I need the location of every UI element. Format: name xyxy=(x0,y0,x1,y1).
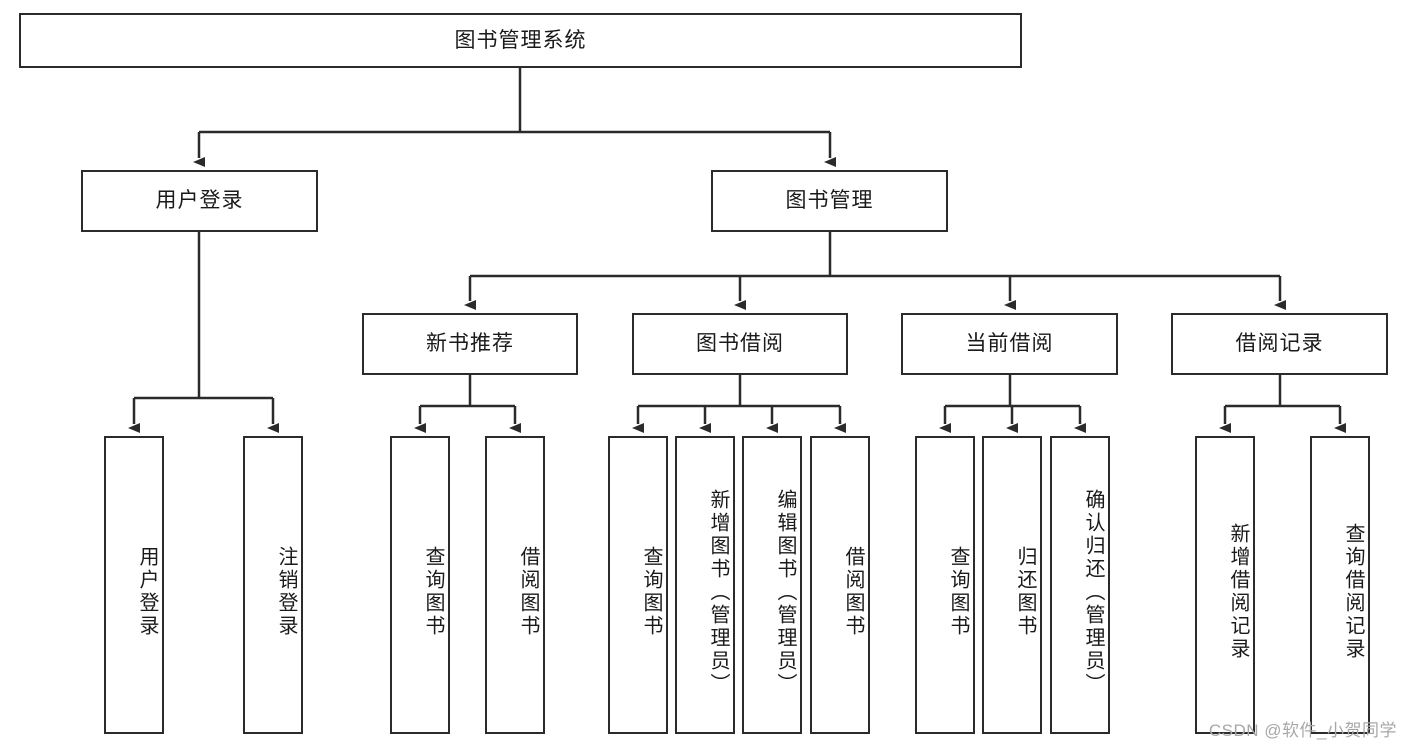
leaf-current-confirm-return-admin[interactable]: 确认归还（管理员） xyxy=(1050,436,1110,734)
node-label: 查询图书 xyxy=(422,546,444,638)
node-label: 用户登录 xyxy=(155,189,244,213)
node-label: 借阅图书 xyxy=(517,546,539,638)
watermark-text: CSDN @软件_小贺同学 xyxy=(1208,721,1397,740)
node-label: 注销登录 xyxy=(275,546,297,638)
node-user-login[interactable]: 用户登录 xyxy=(81,170,318,232)
leaf-user-login-login[interactable]: 用户登录 xyxy=(104,436,164,734)
node-label: 查询图书 xyxy=(640,546,662,638)
node-label: 归还图书 xyxy=(1014,546,1036,638)
node-label: 编辑图书（管理员） xyxy=(774,488,796,696)
leaf-record-add-record[interactable]: 新增借阅记录 xyxy=(1195,436,1255,734)
node-label: 当前借阅 xyxy=(965,332,1054,356)
leaf-current-query-book[interactable]: 查询图书 xyxy=(915,436,975,734)
node-label: 图书管理 xyxy=(785,189,874,213)
node-book-management[interactable]: 图书管理 xyxy=(711,170,948,232)
node-label: 新书推荐 xyxy=(426,332,514,356)
node-new-book-recommend[interactable]: 新书推荐 xyxy=(362,313,578,375)
node-book-borrow[interactable]: 图书借阅 xyxy=(632,313,848,375)
node-label: 新增借阅记录 xyxy=(1227,523,1249,661)
node-borrow-record[interactable]: 借阅记录 xyxy=(1171,313,1388,375)
node-root-system[interactable]: 图书管理系统 xyxy=(19,13,1022,68)
node-current-borrow[interactable]: 当前借阅 xyxy=(901,313,1118,375)
leaf-borrow-query-book[interactable]: 查询图书 xyxy=(608,436,668,734)
node-label: 确认归还（管理员） xyxy=(1082,488,1104,696)
leaf-borrow-edit-book-admin[interactable]: 编辑图书（管理员） xyxy=(742,436,802,734)
node-label: 查询图书 xyxy=(947,546,969,638)
leaf-borrow-add-book-admin[interactable]: 新增图书（管理员） xyxy=(675,436,735,734)
leaf-user-login-logout[interactable]: 注销登录 xyxy=(243,436,303,734)
node-label: 新增图书（管理员） xyxy=(707,488,729,696)
node-label: 图书管理系统 xyxy=(454,28,587,52)
leaf-record-query-record[interactable]: 查询借阅记录 xyxy=(1310,436,1370,734)
leaf-recommend-query-book[interactable]: 查询图书 xyxy=(390,436,450,734)
node-label: 借阅图书 xyxy=(842,546,864,638)
leaf-current-return-book[interactable]: 归还图书 xyxy=(982,436,1042,734)
node-label: 图书借阅 xyxy=(696,332,784,356)
leaf-recommend-borrow-book[interactable]: 借阅图书 xyxy=(485,436,545,734)
node-label: 借阅记录 xyxy=(1235,332,1324,356)
node-label: 查询借阅记录 xyxy=(1342,523,1364,661)
leaf-borrow-borrow-book[interactable]: 借阅图书 xyxy=(810,436,870,734)
node-label: 用户登录 xyxy=(136,546,158,638)
